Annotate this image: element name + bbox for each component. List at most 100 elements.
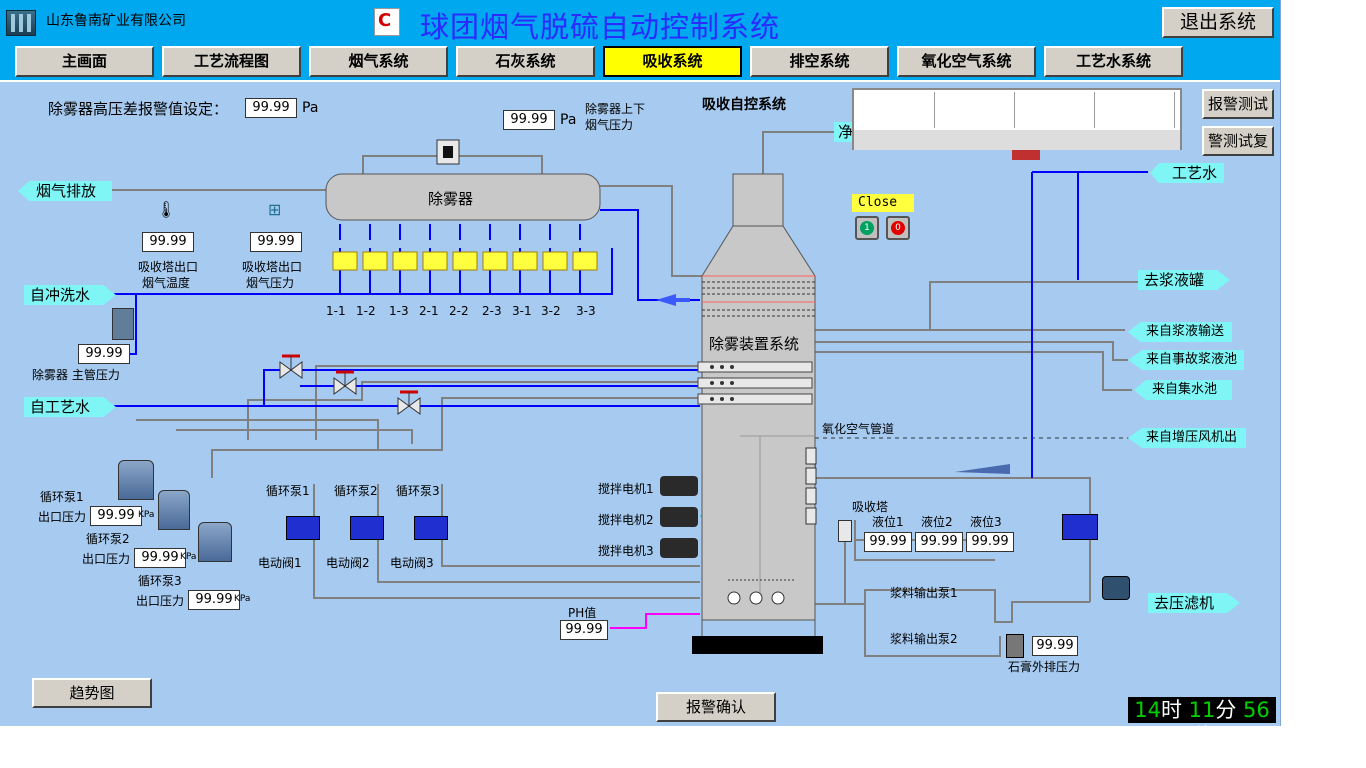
unit-pa-2: Pa bbox=[560, 112, 577, 128]
pump-2-pressure-label: 出口压力 bbox=[82, 552, 131, 566]
to-filter-press-tag: 去压滤机 bbox=[1148, 593, 1240, 613]
level-1-label: 液位1 bbox=[872, 515, 904, 529]
process-diagram bbox=[112, 131, 1148, 657]
exit-button[interactable]: 退出系统 bbox=[1162, 7, 1274, 38]
return-pump-icon[interactable] bbox=[1062, 514, 1098, 540]
circulation-pump-2-icon[interactable] bbox=[158, 490, 190, 530]
main-window: 山东鲁南矿业有限公司 C 球团烟气脱硫自动控制系统 退出系统 主画面 工艺流程图… bbox=[0, 0, 1281, 726]
agitator-2-icon[interactable] bbox=[660, 507, 698, 527]
company-name: 山东鲁南矿业有限公司 bbox=[46, 13, 186, 29]
nav-flue-gas[interactable]: 烟气系统 bbox=[309, 46, 448, 77]
self-wash-water-tag: 自冲洗水 bbox=[24, 285, 116, 305]
oxidation-air-pipe-label: 氧化空气管道 bbox=[822, 422, 895, 436]
start-lamp-button[interactable]: 1 bbox=[855, 216, 879, 240]
high-diff-alarm-input[interactable]: 99.99 bbox=[245, 98, 297, 118]
nav-bar: 主画面 工艺流程图 烟气系统 石灰系统 吸收系统 排空系统 氧化空气系统 工艺水… bbox=[0, 42, 1280, 82]
gypsum-pressure-value: 99.99 bbox=[1032, 636, 1078, 656]
demister-dp-label-2: 烟气压力 bbox=[585, 118, 634, 132]
circ-pump-label-2: 循环泵2 bbox=[334, 484, 378, 498]
pump-2-name: 循环泵2 bbox=[86, 532, 130, 546]
valve-label-2-1: 2-1 bbox=[419, 304, 439, 318]
filter-press-pump-icon[interactable] bbox=[1102, 576, 1130, 600]
agitator-1-icon[interactable] bbox=[660, 476, 698, 496]
trend-button[interactable]: 趋势图 bbox=[32, 678, 152, 708]
absorber-label: 吸收塔 bbox=[852, 500, 889, 514]
clock-second-unit: 秒 bbox=[1191, 724, 1213, 748]
agitator-3-icon[interactable] bbox=[660, 538, 698, 558]
nav-drain[interactable]: 排空系统 bbox=[750, 46, 889, 77]
ph-label: PH值 bbox=[568, 606, 597, 620]
outlet-press-label-1: 吸收塔出口 bbox=[242, 260, 303, 274]
from-sump-tag: 来自集水池 bbox=[1134, 380, 1232, 400]
pump-3-pressure-value: 99.99 bbox=[188, 590, 240, 610]
flue-gas-out-tag: 烟气排放 bbox=[18, 181, 112, 201]
nav-lime[interactable]: 石灰系统 bbox=[456, 46, 595, 77]
pump-2-pressure-value: 99.99 bbox=[134, 548, 186, 568]
temp-sensor-icon: 🌡 bbox=[156, 200, 177, 219]
nav-process-flow[interactable]: 工艺流程图 bbox=[162, 46, 301, 77]
main-pipe-pressure-label: 除雾器 主管压力 bbox=[32, 368, 120, 382]
demister-label: 除雾器 bbox=[428, 190, 474, 208]
from-emergency-tank-tag: 来自事故浆液池 bbox=[1128, 350, 1244, 370]
nav-process-water[interactable]: 工艺水系统 bbox=[1044, 46, 1183, 77]
agitator-label-1: 搅拌电机1 bbox=[598, 482, 654, 496]
valve-label-1-1: 1-1 bbox=[326, 304, 346, 318]
level-3-value: 99.99 bbox=[966, 532, 1014, 552]
to-slurry-tank-tag: 去浆液罐 bbox=[1138, 270, 1230, 290]
gypsum-pressure-transmitter-icon bbox=[1006, 634, 1024, 658]
clock-minute-unit: 分 bbox=[1215, 698, 1237, 722]
motor-valve-3-icon[interactable] bbox=[414, 516, 448, 540]
circulation-pump-3-icon[interactable] bbox=[198, 522, 232, 562]
pump-1-pressure-label: 出口压力 bbox=[38, 510, 87, 524]
demister-dp-value: 99.99 bbox=[503, 110, 555, 130]
nav-absorption[interactable]: 吸收系统 bbox=[603, 46, 742, 77]
alarm-horn-icon bbox=[1012, 150, 1040, 160]
gypsum-pressure-label: 石膏外排压力 bbox=[1008, 660, 1081, 674]
ph-value: 99.99 bbox=[560, 620, 608, 640]
clock-hour-unit: 时 bbox=[1160, 698, 1182, 722]
pump-1-name: 循环泵1 bbox=[40, 490, 84, 504]
valve-label-3-3: 3-3 bbox=[576, 304, 596, 318]
nav-oxidation-air[interactable]: 氧化空气系统 bbox=[897, 46, 1036, 77]
motor-valve-label-3: 电动阀3 bbox=[390, 556, 434, 570]
demist-system-label: 除雾装置系统 bbox=[709, 335, 800, 353]
brand-logo-icon: C bbox=[374, 8, 400, 36]
pump-3-name: 循环泵3 bbox=[138, 574, 182, 588]
level-1-value: 99.99 bbox=[864, 532, 912, 552]
outlet-press-label-2: 烟气压力 bbox=[246, 276, 295, 290]
app-logo-icon bbox=[6, 10, 36, 36]
level-3-label: 液位3 bbox=[970, 515, 1002, 529]
demister-vessel bbox=[325, 173, 601, 221]
level-2-value: 99.99 bbox=[915, 532, 963, 552]
from-slurry-pump-tag: 来自浆液输送泵 bbox=[1128, 322, 1232, 342]
motor-valve-1-icon[interactable] bbox=[286, 516, 320, 540]
nav-main[interactable]: 主画面 bbox=[15, 46, 154, 77]
page-title: 球团烟气脱硫自动控制系统 bbox=[420, 10, 781, 44]
alarm-ack-button[interactable]: 报警确认 bbox=[656, 692, 776, 722]
stop-lamp-button[interactable]: 0 bbox=[886, 216, 910, 240]
alarm-test-button[interactable]: 报警测试 bbox=[1202, 89, 1274, 119]
motor-valve-label-1: 电动阀1 bbox=[258, 556, 302, 570]
clock-display: 14时 11分 56秒 bbox=[1128, 697, 1276, 748]
main-pipe-transmitter-icon bbox=[112, 308, 134, 340]
pressure-sensor-icon: ⊞ bbox=[268, 200, 282, 219]
pump-3-pressure-label: 出口压力 bbox=[136, 594, 185, 608]
main-pipe-pressure-value: 99.99 bbox=[78, 344, 130, 364]
slurry-pump-2-label: 浆料输出泵2 bbox=[890, 632, 958, 646]
circulation-pump-1-icon[interactable] bbox=[118, 460, 154, 500]
outlet-temp-value: 99.99 bbox=[142, 232, 194, 252]
outlet-temp-label-1: 吸收塔出口 bbox=[138, 260, 199, 274]
valve-label-2-3: 2-3 bbox=[482, 304, 502, 318]
level-transmitter-icon bbox=[838, 520, 852, 542]
motor-valve-label-2: 电动阀2 bbox=[326, 556, 370, 570]
alarm-test-reset-button[interactable]: 警测试复 bbox=[1202, 126, 1274, 156]
process-water-in-tag: 自工艺水 bbox=[24, 397, 116, 417]
alarm-list-panel[interactable] bbox=[852, 88, 1182, 150]
pump-2-unit: KPa bbox=[180, 552, 197, 562]
unit-pa: Pa bbox=[302, 100, 319, 116]
outlet-temp-label-2: 烟气温度 bbox=[142, 276, 191, 290]
motor-valve-2-icon[interactable] bbox=[350, 516, 384, 540]
section-title: 吸收自控系统 bbox=[702, 97, 786, 113]
circ-pump-label-1: 循环泵1 bbox=[266, 484, 310, 498]
valve-label-3-2: 3-2 bbox=[541, 304, 561, 318]
